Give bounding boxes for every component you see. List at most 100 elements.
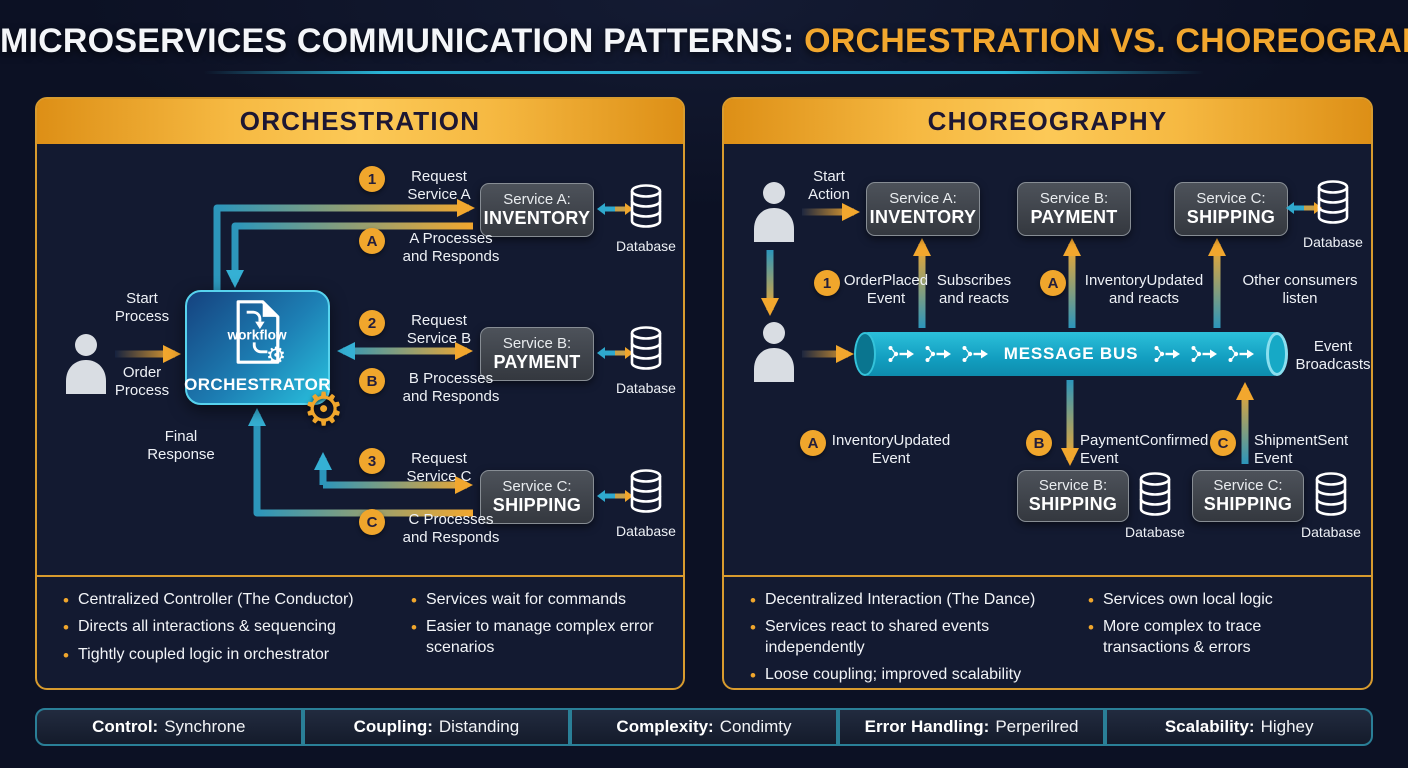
bullet-text: Services own local logic — [1102, 591, 1273, 608]
database-label: Database — [1125, 524, 1185, 540]
db-sync-arrow — [597, 490, 633, 502]
subscribes-label: Subscribes and reacts — [936, 272, 1012, 307]
response-a-arrow — [226, 222, 473, 288]
stat-label: Complexity: — [616, 717, 714, 736]
database-icon — [1317, 180, 1349, 224]
final-response-label: Final Response — [147, 428, 215, 463]
event-flow-icon — [962, 346, 988, 362]
bullet-icon: • — [63, 645, 69, 665]
stat-value: Highey — [1260, 717, 1314, 736]
choreography-header: CHOREOGRAPHY — [724, 99, 1371, 144]
stat-complexity: Complexity: Condimty — [570, 708, 838, 746]
event-badge-c: C — [1210, 430, 1236, 456]
list-item: •Services react to shared events indepen… — [750, 617, 1074, 659]
event-flow-icon — [1191, 346, 1217, 362]
step-badge-c: C — [359, 509, 385, 535]
stat-label: Coupling: — [353, 717, 433, 736]
service-a-role: INVENTORY — [483, 208, 591, 228]
other-consumers-label: Other consumers listen — [1242, 272, 1358, 307]
event-flow-icon — [925, 346, 951, 362]
stat-value: Perperilred — [995, 717, 1079, 736]
database-label: Database — [616, 380, 676, 396]
db-sync-arrow — [597, 347, 633, 359]
shipping-b-name: Service B: — [1038, 477, 1108, 494]
page-title: MICROSERVICES COMMUNICATION PATTERNS: OR… — [0, 22, 1408, 61]
orchestration-bullets-left: •Centralized Controller (The Conductor) … — [63, 590, 397, 688]
database-label: Database — [1301, 524, 1361, 540]
bullet-icon: • — [750, 665, 756, 685]
shipping-b-box: Service B: SHIPPING — [1017, 470, 1129, 522]
event-badge-1: 1 — [814, 270, 840, 296]
response-b-label: B Processes and Responds — [402, 370, 500, 405]
user-icon — [754, 182, 794, 242]
shipping-c-role: SHIPPING — [1203, 494, 1293, 514]
message-bus: MESSAGE BUS — [854, 332, 1288, 376]
inventoryupdated-reacts-label: InventoryUpdated and reacts — [1084, 272, 1204, 307]
service-a-role: INVENTORY — [869, 207, 977, 227]
bullet-text: Directs all interactions & sequencing — [77, 618, 336, 636]
bullet-icon: • — [411, 591, 417, 610]
gear-icon: ⚙ — [303, 382, 345, 436]
event-flow-icon — [1228, 346, 1254, 362]
stat-label: Scalability: — [1164, 717, 1255, 736]
stat-value: Synchrone — [164, 717, 246, 736]
list-item: •More complex to trace transactions & er… — [1088, 617, 1351, 659]
database-label: Database — [1303, 234, 1363, 250]
step-badge-2: 2 — [359, 310, 385, 336]
workflow-icon: workflow ⚙ — [226, 300, 287, 365]
paymentconfirmed-event-label: PaymentConfirmed Event — [1080, 432, 1209, 467]
service-b-role: PAYMENT — [1030, 207, 1118, 227]
user-icon — [66, 334, 106, 394]
response-c-label: C Processes and Responds — [402, 511, 500, 546]
list-item: •Services own local logic — [1088, 590, 1351, 611]
stat-value: Distanding — [438, 717, 520, 736]
choreography-panel: CHOREOGRAPHY — [722, 97, 1373, 690]
start-action-label: Start Action — [808, 168, 850, 203]
bullet-text: Easier to manage complex error scenarios — [425, 618, 654, 657]
event-flow-icon — [1154, 346, 1180, 362]
service-b-box: Service B: PAYMENT — [1017, 182, 1131, 236]
service-b-box: Service B: PAYMENT — [480, 327, 594, 381]
workflow-word: workflow — [226, 328, 287, 343]
start-process-label: Start Process — [114, 290, 170, 325]
response-a-label: A Processes and Responds — [402, 230, 500, 265]
request-a-label: Request Service A — [407, 168, 471, 203]
list-item: • Loose coupling; improved scalability — [750, 665, 1074, 686]
service-a-name: Service A: — [503, 191, 571, 208]
orchestration-bullets-right: • Services wait for commands • Easier to m… — [411, 590, 663, 688]
bullet-text: Decentralized Interaction (The Dance) — [764, 591, 1036, 608]
list-item: • Services wait for commands — [411, 590, 663, 611]
event-flow-icons-right — [1153, 344, 1255, 364]
service-c-name: Service C: — [1196, 190, 1266, 207]
bullet-text: Loose coupling; improved scalability — [764, 665, 1022, 683]
request-a-arrow — [213, 199, 475, 290]
event-badge-b: B — [1026, 430, 1052, 456]
list-item: • Easier to manage complex error scenario… — [411, 617, 663, 659]
final-response-arrow — [248, 408, 473, 517]
service-b-role: PAYMENT — [493, 352, 581, 372]
choreography-diagram: Start Action Service A: INVENTORY Servic… — [724, 144, 1371, 575]
event-badge-a2: A — [800, 430, 826, 456]
step-badge-a: A — [359, 228, 385, 254]
title-highlight: ORCHESTRATION VS. CHOREOGRAPHY — [804, 22, 1408, 60]
bullet-icon: • — [750, 591, 756, 610]
shipping-b-role: SHIPPING — [1028, 494, 1118, 514]
step-badge-3: 3 — [359, 448, 385, 474]
orchestration-notes: •Centralized Controller (The Conductor) … — [37, 575, 683, 688]
shipping-c-name: Service C: — [1213, 477, 1283, 494]
bus-endcap-right — [1266, 332, 1288, 376]
event-flow-icons-left — [887, 344, 989, 364]
bullet-text: Tightly coupled logic in orchestrator — [77, 645, 330, 663]
database-icon — [1139, 472, 1171, 516]
list-item: •Centralized Controller (The Conductor) — [63, 590, 397, 611]
bullet-text: Services wait for commands — [425, 591, 627, 608]
choreography-arrows — [761, 203, 1254, 466]
service-c-role: SHIPPING — [492, 495, 582, 515]
stat-value: Condimty — [719, 717, 792, 736]
bullet-icon: • — [411, 618, 417, 638]
orchestration-header: ORCHESTRATION — [37, 99, 683, 144]
orchestration-diagram: Start Process Order Process workflow ⚙ O… — [37, 144, 683, 575]
list-item: • Tightly coupled logic in orchestrator — [63, 645, 397, 666]
comparison-stats-bar: Control:Synchrone Coupling:Distanding Co… — [35, 708, 1373, 746]
